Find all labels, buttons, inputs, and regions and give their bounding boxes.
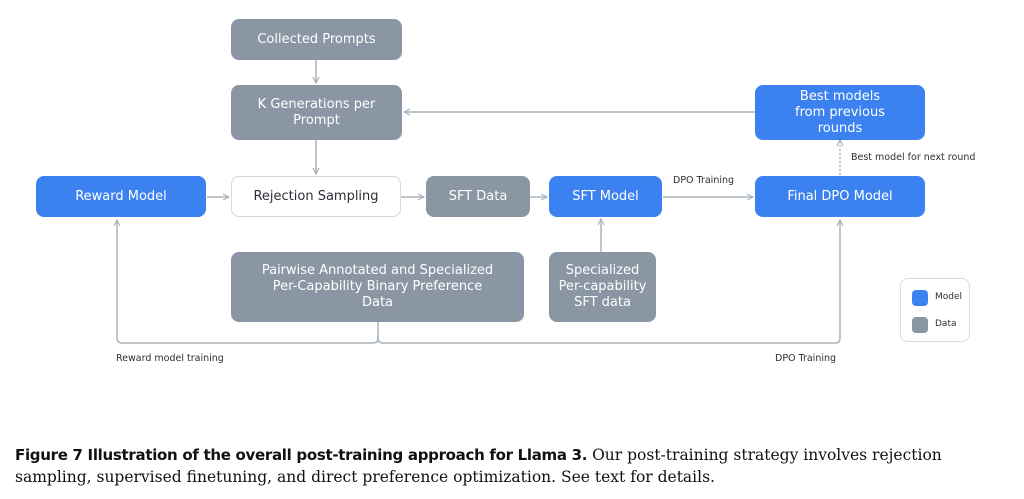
caption-text: Our post-training strategy involves reje… xyxy=(15,446,942,486)
node-rejection-sampling: Rejection Sampling xyxy=(231,176,401,217)
caption-label: Figure 7 Illustration of the overall pos… xyxy=(15,446,588,464)
node-reward-model: Reward Model xyxy=(36,176,206,217)
legend-data-label: Data xyxy=(935,319,957,329)
node-sft-model: SFT Model xyxy=(549,176,662,217)
node-collected-prompts: Collected Prompts xyxy=(231,19,402,60)
label-dpo-training-top: DPO Training xyxy=(673,175,735,186)
node-pairwise-data: Pairwise Annotated and Specialized Per-C… xyxy=(231,252,524,322)
node-sft-data: SFT Data xyxy=(426,176,530,217)
label-best-model-next-round: Best model for next round xyxy=(851,152,976,163)
figure-caption: Figure 7 Illustration of the overall pos… xyxy=(15,444,1015,488)
legend-model-label: Model xyxy=(935,292,963,302)
legend: Model Data xyxy=(900,278,970,342)
label-dpo-training-bottom: DPO Training xyxy=(775,353,837,364)
node-specialized-sft-data: Specialized Per-capability SFT data xyxy=(549,252,656,322)
legend-data-swatch xyxy=(912,317,928,333)
node-k-generations: K Generations per Prompt xyxy=(231,85,402,140)
node-final-dpo-model: Final DPO Model xyxy=(755,176,925,217)
edge-pairwise-to-final xyxy=(377,220,840,344)
node-best-models: Best models from previous rounds xyxy=(755,85,925,140)
legend-model-swatch xyxy=(912,290,928,306)
label-reward-model-training: Reward model training xyxy=(116,353,224,364)
